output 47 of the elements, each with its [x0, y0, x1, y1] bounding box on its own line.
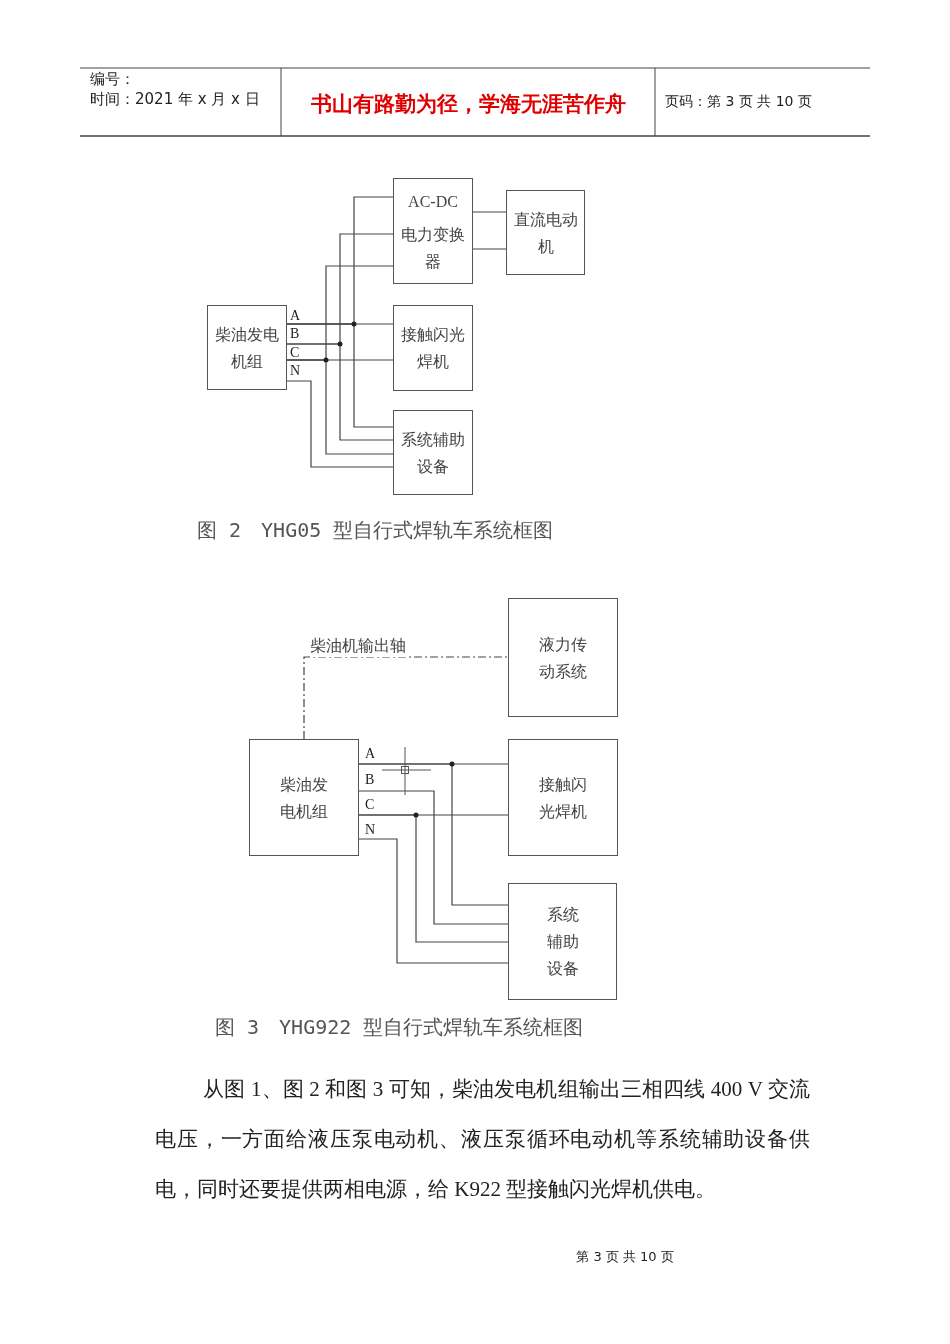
figure-caption: 图 3 YHG922 型自行式焊轨车系统框图	[215, 1014, 585, 1041]
block-box	[393, 178, 473, 284]
edge-label: 柴油机输出轴	[310, 636, 406, 657]
wire-line	[358, 790, 509, 925]
phase-label: C	[365, 797, 376, 813]
wire-line	[358, 838, 509, 964]
block-label: 柴油发电机组	[280, 774, 328, 822]
wire-line	[286, 380, 394, 468]
phase-label: B	[365, 772, 376, 788]
dashed-connector	[303, 656, 509, 740]
phase-label: N	[290, 363, 302, 379]
wire-line	[286, 359, 394, 455]
block-label: 接触闪光焊机	[539, 774, 587, 822]
phase-label: B	[290, 326, 301, 342]
block-label: AC-DC	[408, 191, 458, 212]
page-footer-text: 第 3 页 共 10 页	[575, 1248, 675, 1266]
body-paragraph: 从图 1、图 2 和图 3 可知，柴油发电机组输出三相四线 400 V 交流电压，一方面给液压泵电动机、液压泵循环电动机等系统辅助设备供电，同时还要提供两相电源，给 K922 型接触闪光焊机供电。	[155, 1076, 810, 1203]
phase-label: C	[290, 345, 301, 361]
block-box	[393, 305, 473, 391]
block-box	[508, 883, 617, 1000]
block-label: 接触闪光焊机	[400, 325, 466, 372]
header-text: 时间：2021 年 x 月 x 日	[90, 90, 261, 109]
block-label: 柴油发电机组	[214, 324, 280, 372]
block-box	[249, 739, 359, 856]
block-label: 系统辅助设备	[545, 905, 580, 979]
wire-line	[286, 323, 394, 428]
block-box	[207, 305, 287, 390]
block-box	[506, 190, 585, 275]
block-box	[393, 410, 473, 495]
wire-line	[358, 814, 509, 943]
wire-line	[472, 248, 507, 250]
block-label: 电力变换器	[400, 224, 466, 272]
phase-label: A	[365, 746, 377, 762]
block-label: 直流电动机	[513, 209, 578, 257]
block-label: 液力传动系统	[539, 634, 587, 682]
motto-text: 书山有路勤为径，学海无涯苦作舟	[309, 91, 627, 118]
phase-label: N	[365, 822, 377, 838]
figure-caption: 图 2 YHG05 型自行式焊轨车系统框图	[197, 517, 555, 544]
phase-label: A	[290, 308, 302, 324]
wire-line	[358, 763, 509, 906]
header-text: 编号：	[90, 70, 136, 89]
block-label: 系统辅助设备	[400, 429, 466, 477]
wire-line	[472, 211, 507, 213]
block-box	[508, 739, 618, 856]
wire-line	[286, 343, 394, 441]
block-box	[508, 598, 618, 717]
page-number-text: 页码：第 3 页 共 10 页	[665, 93, 813, 111]
